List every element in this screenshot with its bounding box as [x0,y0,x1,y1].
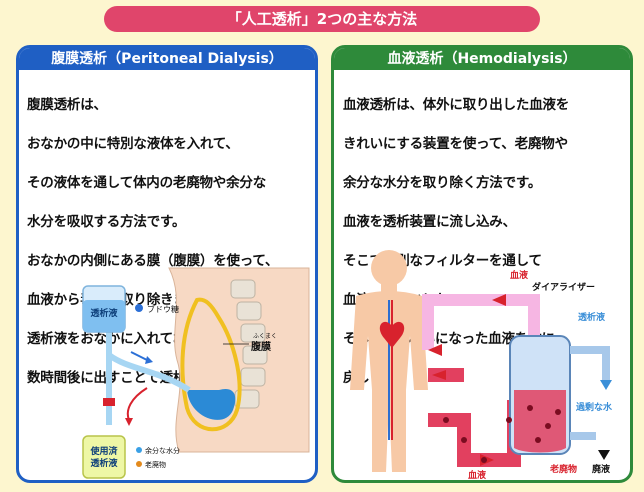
peritoneal-dialysis-panel: 腹膜透析（Peritoneal Dialysis） 腹膜透析は、 おなかの中に特… [16,45,318,483]
inflow-arrow [130,351,148,361]
label-dialysate: 透析液 [578,311,606,323]
return-arrow [428,344,442,356]
hemodialysis-desc-line: 血液透析は、体外に取り出した血液を [343,96,570,113]
legend-waste: 老廃物 [145,460,166,469]
peritoneal-desc-line: その液体を通して体内の老廃物や余分な [27,174,266,191]
legend-water: 余分な水分 [145,446,180,455]
hemodialysis-heading: 血液透析（Hemodialysis） [334,48,630,70]
hemodialysis-desc-line: 余分な水分を取り除く方法です。 [343,174,542,191]
top-arrow [492,294,506,306]
used-dialysate-bag [82,435,126,479]
bag-bottom-label-1: 使用済 [89,445,118,457]
label-blood-bottom: 血液 [468,469,487,480]
catheter-tube [107,352,191,393]
peritoneum-label: 腹膜 [251,340,271,353]
peritoneal-desc-line: 腹膜透析は、 [27,96,107,113]
waste-dot [136,461,142,467]
abdominal-fluid [187,388,236,420]
label-blood-top: 血液 [510,269,529,281]
water-dot [136,447,142,453]
dialysate-inlet [570,346,610,380]
spine [230,279,268,409]
hemodialysis-panel: 血液透析（Hemodialysis） 血液透析は、体外に取り出した血液を きれい… [331,45,633,483]
peritoneal-desc-line: おなかの中に特別な液体を入れて、 [27,135,239,152]
peritoneal-desc-line: 水分を吸収する方法です。 [27,213,186,230]
page-title: 「人工透析」2つの主な方法 [104,6,540,32]
peritoneum-ruby: ふくまく [253,333,277,340]
left-arrow [432,370,446,380]
heart-icon [379,321,405,348]
peritoneal-heading: 腹膜透析（Peritoneal Dialysis） [19,48,315,70]
hemodialysis-diagram: 血液 ダイアライザー 透析液 過剰な水 老廃物 廃液 血液 [350,250,613,480]
outflow-arrow [126,387,148,421]
label-waste-fluid: 廃液 [592,463,611,475]
outflow-tube [428,400,521,467]
peritoneal-diagram: 透析液 ブドウ糖 使用済 透析液 余分な水分 老廃物 ふくまく 腹膜 [82,267,310,479]
bag-top-label: 透析液 [90,307,118,319]
peritoneal-desc-line: おなかの内側にある膜（腹膜）を使って、 [27,252,279,269]
glucose-dot [135,304,143,312]
label-dialyzer: ダイアライザー [532,281,595,293]
blood-cells [443,405,561,463]
bag-bottom-label-2: 透析液 [90,457,118,469]
label-excess-water: 過剰な水 [575,401,613,413]
hemodialysis-desc-line: 血液を透析装置に流し込み、 [343,213,516,230]
hemodialysis-desc-line: きれいにする装置を使って、老廃物や [343,135,568,152]
peritoneum-membrane [180,297,242,432]
legend-glucose: ブドウ糖 [147,304,179,314]
return-tube [422,294,540,350]
tube-clamp [103,398,115,406]
label-waste: 老廃物 [549,463,577,475]
